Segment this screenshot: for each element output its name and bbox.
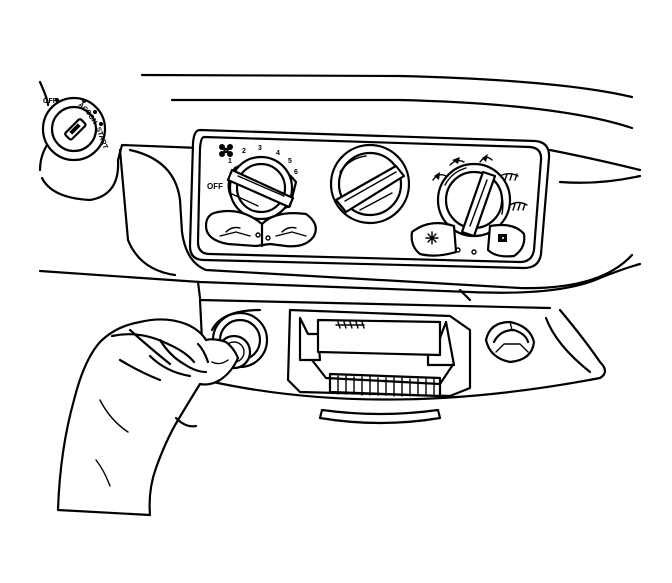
ignition-label-on: ON [86,113,98,126]
ignition-label-off: OFF [43,98,58,105]
lower-left-button-pad [204,209,317,248]
temperature-knob[interactable] [329,143,411,225]
panel-vent-icon [449,157,465,166]
hand [56,318,240,517]
power-outlet[interactable] [484,320,536,364]
mode-knob[interactable] [436,162,512,238]
bilevel-icon [432,172,447,181]
ignition-switch: OFF ACC ON START [40,96,202,242]
console-contours [38,148,642,310]
fan-speed-1: 1 [228,158,232,165]
floor-defrost-icon [501,173,519,181]
fan-speed-knob[interactable] [226,155,298,221]
snowflake-icon [425,231,439,245]
fan-speed-5: 5 [288,158,292,165]
fan-off-label: OFF [207,182,223,191]
defrost-icon [509,201,528,211]
fan-speed-3: 3 [258,145,262,152]
recirculation-icon [498,234,507,242]
fan-speed-2: 2 [242,148,246,155]
fan-speed-6: 6 [294,169,298,176]
hvac-control-panel: OFF 1 2 3 4 5 6 [188,128,551,270]
floor-icon [479,154,493,163]
lower-console-panel [198,288,607,425]
ashtray[interactable] [286,308,472,398]
fan-icon [219,144,233,157]
fan-speed-4: 4 [276,150,280,157]
